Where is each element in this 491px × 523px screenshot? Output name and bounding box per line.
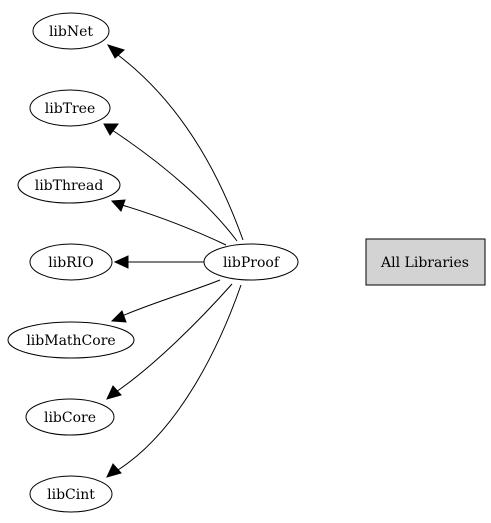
edge-arrowhead-libMathCore [110, 310, 127, 323]
edge-libProof-libNet [117, 54, 244, 241]
node-libThread[interactable]: libThread [17, 166, 121, 204]
edge-arrowhead-libTree [103, 123, 119, 136]
node-libCint-label: libCint [47, 487, 95, 503]
node-libMathCore-ellipse [7, 321, 135, 359]
node-libCint[interactable]: libCint [29, 475, 113, 513]
legend-box [365, 238, 486, 286]
node-libCore-ellipse [25, 398, 115, 436]
edge-libProof-libMathCore [121, 279, 221, 317]
edges-layer [103, 44, 244, 478]
node-libCore[interactable]: libCore [25, 398, 115, 436]
edge-arrowhead-libNet [106, 44, 125, 59]
legend-all-libraries[interactable]: All Libraries [365, 238, 486, 286]
edge-arrowhead-libCore [106, 385, 122, 400]
node-libProof-label: libProof [223, 255, 281, 271]
edge-libProof-libTree [111, 129, 238, 242]
node-libCore-label: libCore [44, 410, 96, 426]
edge-libProof-libCore [115, 283, 233, 393]
node-libThread-ellipse [17, 166, 121, 204]
node-libProof[interactable]: libProof [203, 243, 299, 281]
edge-arrowhead-libCint [106, 463, 122, 478]
legend-label: All Libraries [380, 255, 469, 271]
node-libRIO[interactable]: libRIO [29, 243, 113, 281]
node-libCint-ellipse [29, 475, 113, 513]
edge-arrowhead-libThread [110, 199, 126, 212]
node-libNet[interactable]: libNet [32, 12, 110, 50]
edge-libProof-libCint [117, 284, 242, 471]
node-libThread-label: libThread [35, 178, 104, 194]
node-libTree[interactable]: libTree [29, 89, 111, 127]
node-libMathCore-label: libMathCore [26, 333, 115, 349]
nodes-layer: libNet libTree libThread libRIO libMathC… [7, 12, 299, 513]
edge-libProof-libThread [121, 204, 227, 246]
node-libProof-ellipse [203, 243, 299, 281]
edge-arrowhead-libRIO [113, 255, 129, 269]
node-libMathCore[interactable]: libMathCore [7, 321, 135, 359]
node-libNet-label: libNet [49, 24, 93, 40]
node-libTree-label: libTree [45, 101, 96, 117]
node-libNet-ellipse [32, 12, 110, 50]
node-libTree-ellipse [29, 89, 111, 127]
node-libRIO-label: libRIO [48, 255, 93, 271]
node-libRIO-ellipse [29, 243, 113, 281]
